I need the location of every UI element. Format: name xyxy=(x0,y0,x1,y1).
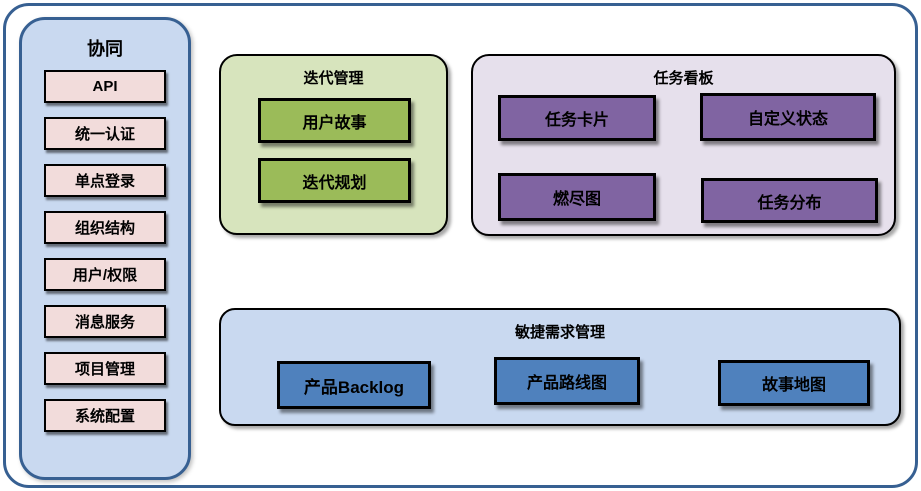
diagram-outer-frame: 协同 API 统一认证 单点登录 组织结构 用户/权限 消息服务 项目管理 系统… xyxy=(3,3,918,488)
sidebar-item-system-config: 系统配置 xyxy=(44,399,166,432)
iteration-management-panel: 迭代管理 用户故事 迭代规划 xyxy=(219,54,448,235)
task-board-panel-title: 任务看板 xyxy=(653,70,714,87)
task-board-panel: 任务看板 任务卡片 自定义状态 燃尽图 任务分布 xyxy=(471,54,896,236)
node-story-map: 故事地图 xyxy=(718,360,870,406)
sidebar-item-unified-auth: 统一认证 xyxy=(44,117,166,150)
node-task-card: 任务卡片 xyxy=(498,95,656,141)
sidebar-title: 协同 xyxy=(87,39,123,59)
sidebar-item-project-management: 项目管理 xyxy=(44,352,166,385)
sidebar-item-message-service: 消息服务 xyxy=(44,305,166,338)
sidebar-items: API 统一认证 单点登录 组织结构 用户/权限 消息服务 项目管理 系统配置 xyxy=(22,70,188,432)
agile-panel-title: 敏捷需求管理 xyxy=(514,324,605,341)
sidebar-item-api: API xyxy=(44,70,166,103)
node-custom-status: 自定义状态 xyxy=(700,93,876,141)
agile-requirement-panel: 敏捷需求管理 产品Backlog 产品路线图 故事地图 xyxy=(219,308,901,426)
node-iteration-planning: 迭代规划 xyxy=(258,158,411,203)
node-burndown-chart: 燃尽图 xyxy=(498,173,656,221)
node-user-story: 用户故事 xyxy=(258,98,411,143)
node-product-backlog: 产品Backlog xyxy=(277,361,431,409)
sidebar-item-org-structure: 组织结构 xyxy=(44,211,166,244)
node-task-distribution: 任务分布 xyxy=(701,178,878,223)
sidebar-collaboration-panel: 协同 API 统一认证 单点登录 组织结构 用户/权限 消息服务 项目管理 系统… xyxy=(19,17,191,480)
iteration-panel-title: 迭代管理 xyxy=(303,70,364,87)
sidebar-item-sso: 单点登录 xyxy=(44,164,166,197)
sidebar-item-user-permissions: 用户/权限 xyxy=(44,258,166,291)
node-product-roadmap: 产品路线图 xyxy=(494,357,640,405)
